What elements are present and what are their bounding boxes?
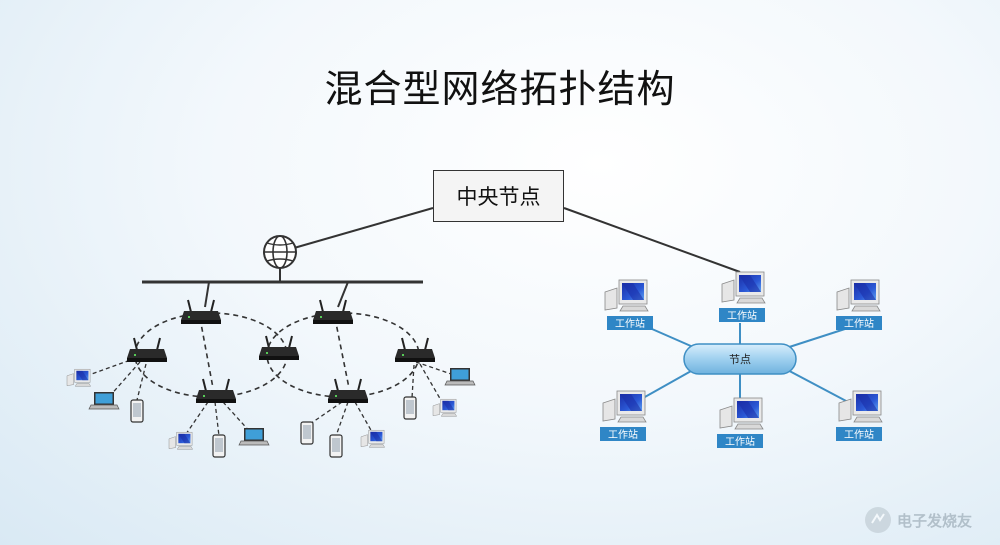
router-icon bbox=[258, 335, 300, 361]
laptop-icon bbox=[444, 367, 476, 386]
workstation-label: 工作站 bbox=[725, 435, 755, 448]
workstation-label: 工作站 bbox=[727, 309, 757, 322]
workstation-1: 工作站 bbox=[604, 279, 653, 330]
workstation-3: 工作站 bbox=[836, 279, 882, 330]
computer-icon bbox=[168, 431, 193, 450]
phone-icon bbox=[130, 399, 144, 423]
workstation-label: 工作站 bbox=[844, 317, 874, 330]
workstation-5: 工作站 bbox=[717, 397, 764, 448]
workstation-label: 工作站 bbox=[844, 428, 874, 441]
workstation-label: 工作站 bbox=[608, 428, 638, 441]
workstation-6: 工作站 bbox=[836, 390, 883, 441]
router-icon bbox=[126, 337, 168, 363]
watermark-icon bbox=[865, 507, 891, 533]
router-icon bbox=[180, 299, 222, 325]
workstation-label: 工作站 bbox=[615, 317, 645, 330]
workstation-4: 工作站 bbox=[600, 390, 647, 441]
computer-icon bbox=[602, 390, 647, 423]
globe-icon bbox=[263, 235, 297, 269]
computer-icon bbox=[721, 271, 766, 304]
laptop-icon bbox=[88, 391, 120, 410]
watermark-logo: 电子发烧友 bbox=[863, 500, 998, 540]
computer-icon bbox=[604, 279, 649, 312]
router-icon bbox=[195, 378, 237, 404]
phone-icon bbox=[212, 434, 226, 458]
hub-label: 节点 bbox=[729, 353, 751, 366]
router-icon bbox=[312, 299, 354, 325]
watermark-text: 电子发烧友 bbox=[897, 511, 973, 530]
computer-icon bbox=[838, 390, 883, 423]
computer-icon bbox=[836, 279, 881, 312]
phone-icon bbox=[329, 434, 343, 458]
phone-icon bbox=[300, 421, 314, 445]
bus-drop-right bbox=[337, 281, 349, 308]
hub-node bbox=[683, 343, 797, 375]
workstation-2: 工作站 bbox=[719, 271, 766, 322]
central-to-star-link bbox=[563, 207, 741, 273]
computer-icon bbox=[432, 398, 457, 417]
central-node-label: 中央节点 bbox=[456, 185, 541, 209]
bus-drop-left bbox=[204, 281, 210, 308]
computer-icon bbox=[360, 429, 385, 448]
central-to-globe-link bbox=[293, 207, 434, 249]
laptop-icon bbox=[238, 427, 270, 446]
central-node: 中央节点 bbox=[433, 170, 564, 222]
computer-icon bbox=[66, 368, 91, 387]
phone-icon bbox=[403, 396, 417, 420]
page-title: 混合型网络拓扑结构 bbox=[324, 67, 676, 111]
computer-icon bbox=[719, 397, 764, 430]
